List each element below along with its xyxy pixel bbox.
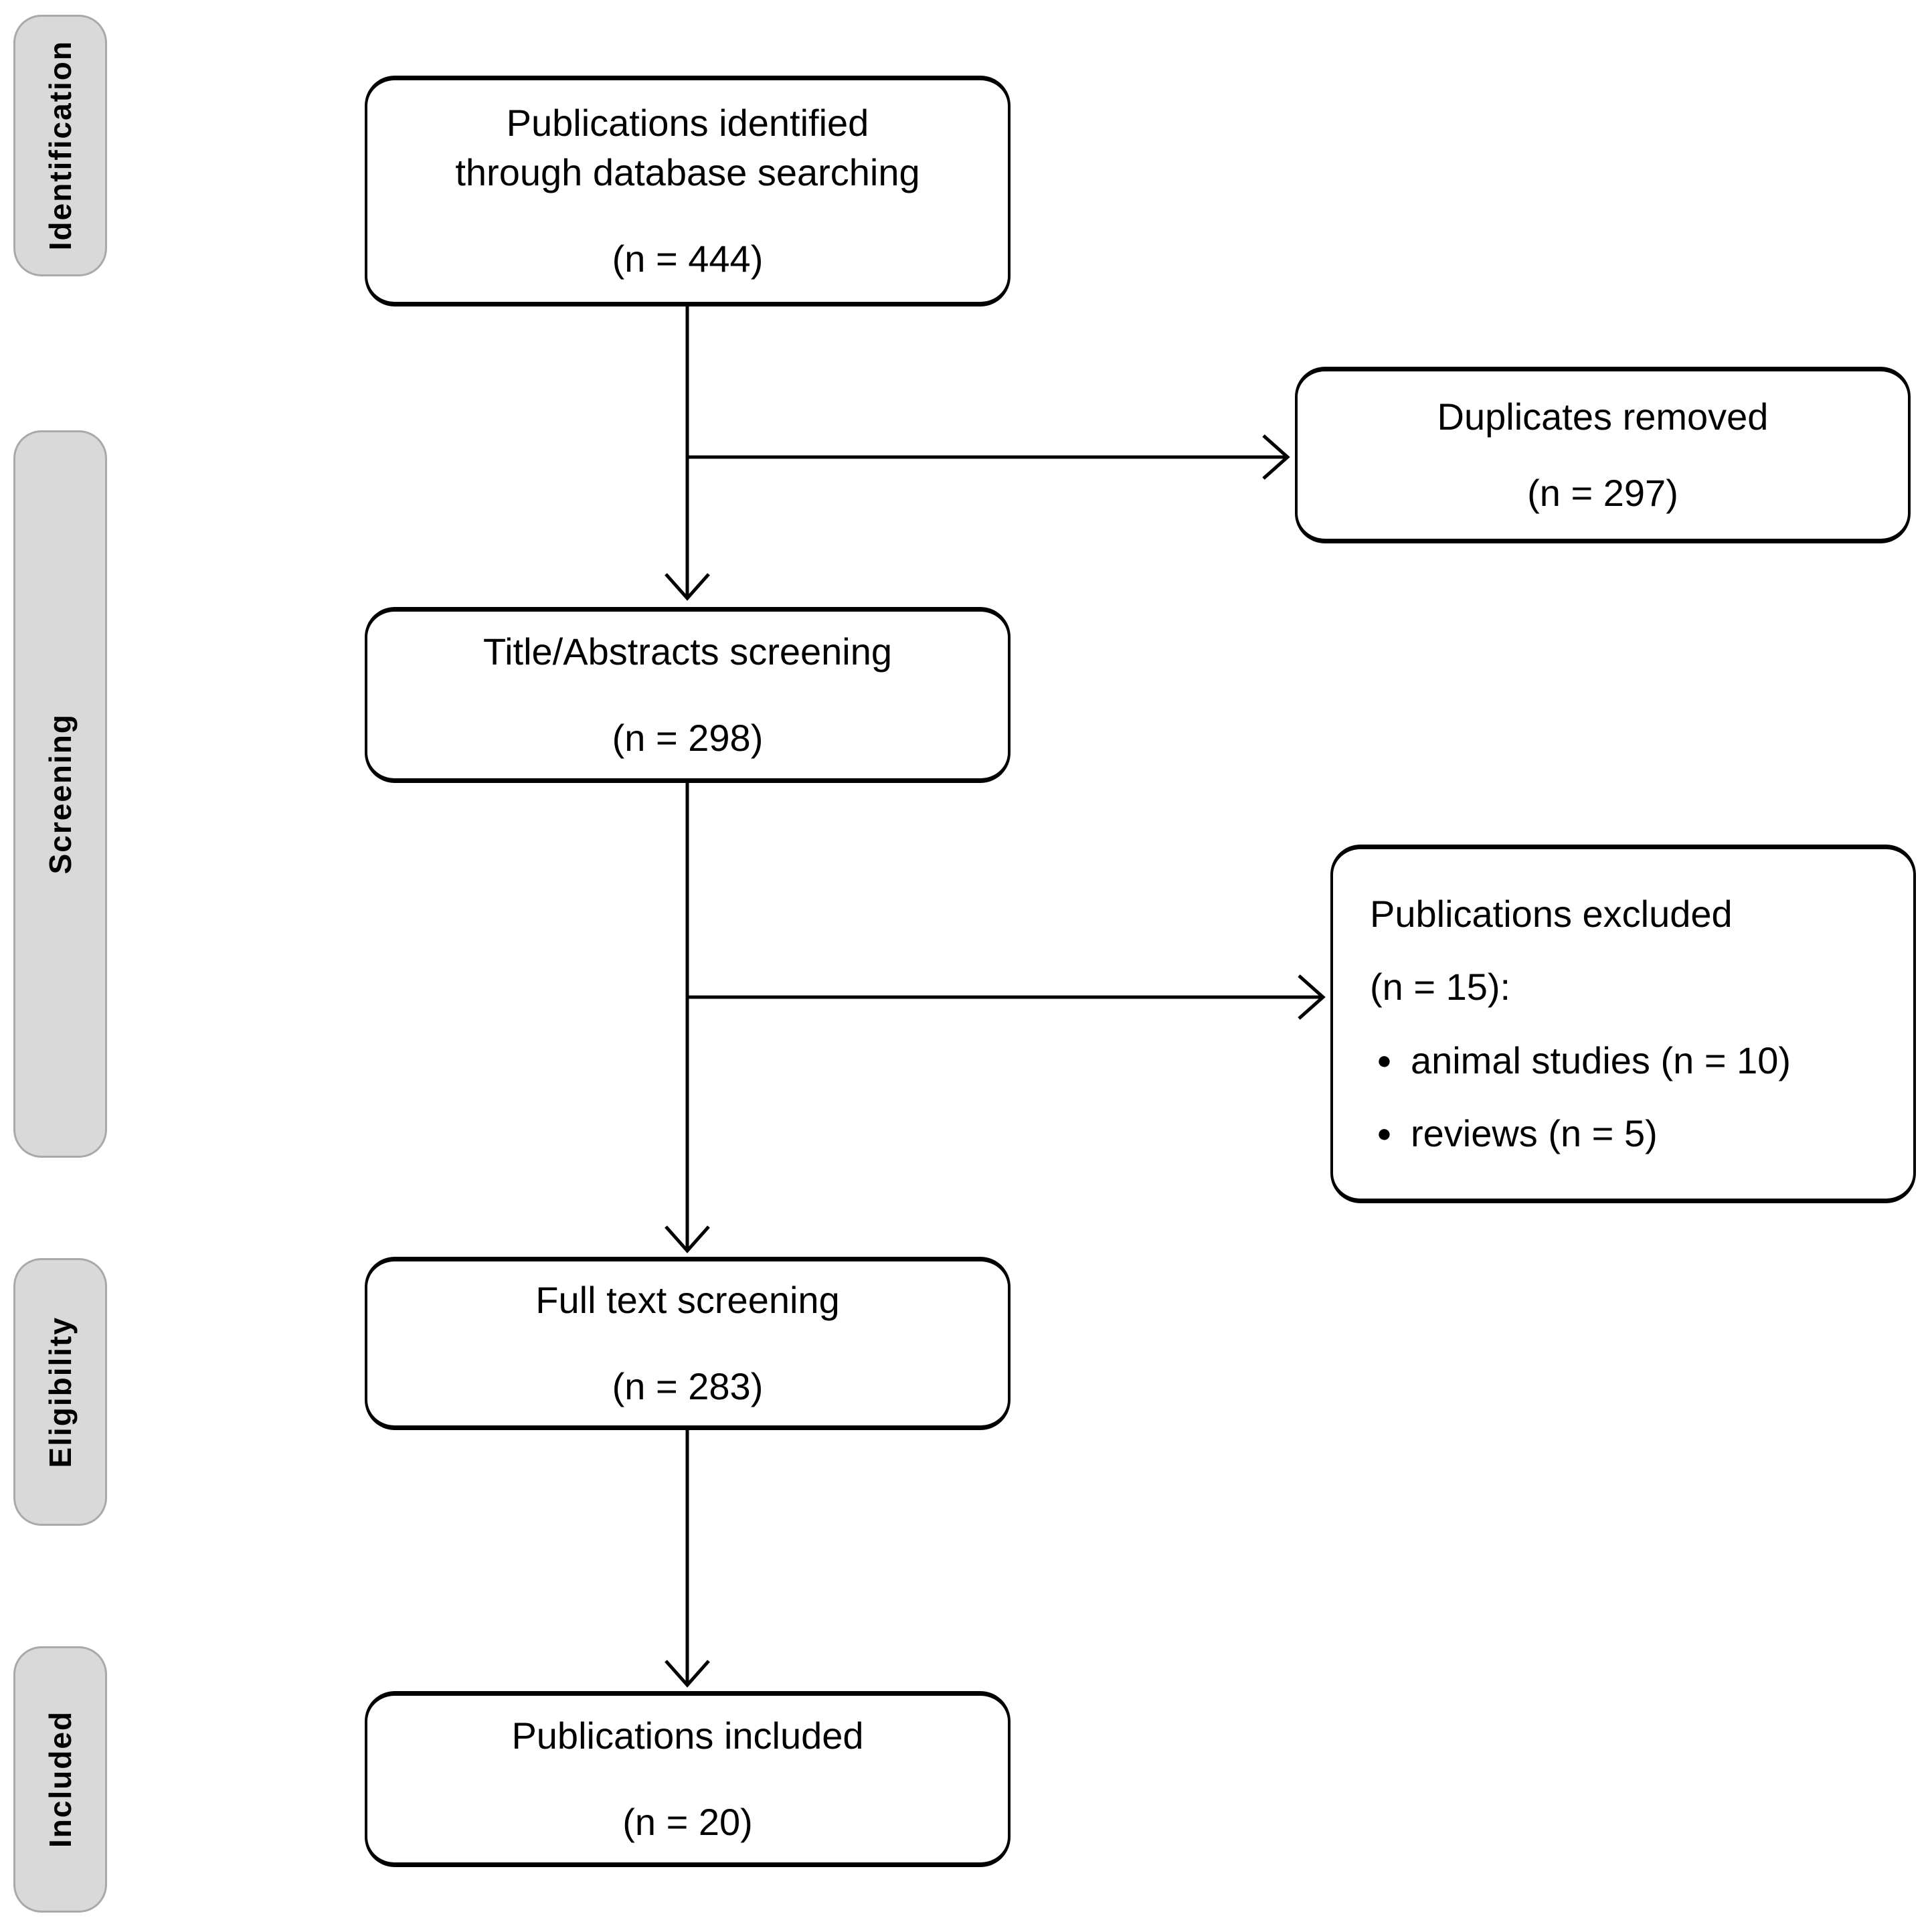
- excluded-reason-label: animal studies (n = 10): [1410, 1039, 1791, 1081]
- box-publications-excluded: Publications excluded (n = 15): ● animal…: [1330, 845, 1916, 1203]
- excluded-reason-label: reviews (n = 5): [1410, 1112, 1658, 1154]
- box-title-line2: through database searching: [455, 151, 920, 194]
- arrowhead-duplicates-branch: [1262, 434, 1290, 480]
- box-full-text-screening: Full text screening (n = 283): [365, 1257, 1011, 1430]
- box-count: (n = 297): [1527, 472, 1678, 514]
- box-publications-identified: Publications identified through database…: [365, 76, 1011, 306]
- stage-bar-included: Included: [13, 1646, 107, 1913]
- box-title: Publications excluded: [1370, 893, 1733, 936]
- stage-label-included: Included: [43, 1710, 78, 1848]
- stage-label-eligibility: Eligibility: [43, 1316, 78, 1468]
- stage-bar-screening: Screening: [13, 430, 107, 1158]
- box-title-line1: Publications identified: [506, 102, 869, 145]
- stage-label-identification: Identification: [43, 40, 78, 251]
- box-count: (n = 298): [612, 717, 764, 759]
- box-title: Full text screening: [535, 1279, 840, 1322]
- stage-bar-identification: Identification: [13, 15, 107, 276]
- box-count: (n = 444): [612, 237, 764, 280]
- arrowhead-excluded-branch: [1298, 974, 1326, 1020]
- box-publications-included: Publications included (n = 20): [365, 1691, 1011, 1867]
- box-count: (n = 15):: [1370, 966, 1511, 1008]
- arrowhead-identified-down: [665, 573, 710, 601]
- excluded-reason-row: ● animal studies (n = 10): [1370, 1036, 1791, 1085]
- arrowhead-fulltext-down: [665, 1660, 710, 1688]
- box-count: (n = 20): [622, 1801, 753, 1843]
- box-title: Publications identified through database…: [455, 98, 919, 197]
- bullet-icon: ●: [1377, 1046, 1392, 1075]
- box-title: Title/Abstracts screening: [482, 630, 893, 673]
- box-title: Publications included: [511, 1715, 864, 1757]
- box-title: Duplicates removed: [1437, 396, 1769, 438]
- box-duplicates-removed: Duplicates removed (n = 297): [1295, 367, 1911, 543]
- box-count: (n = 283): [612, 1365, 764, 1407]
- box-title-abstracts-screening: Title/Abstracts screening (n = 298): [365, 607, 1011, 783]
- stage-label-screening: Screening: [43, 713, 78, 875]
- excluded-reason-row: ● reviews (n = 5): [1370, 1109, 1658, 1158]
- bullet-icon: ●: [1377, 1119, 1392, 1148]
- arrowhead-screening-down: [665, 1225, 710, 1253]
- stage-bar-eligibility: Eligibility: [13, 1258, 107, 1526]
